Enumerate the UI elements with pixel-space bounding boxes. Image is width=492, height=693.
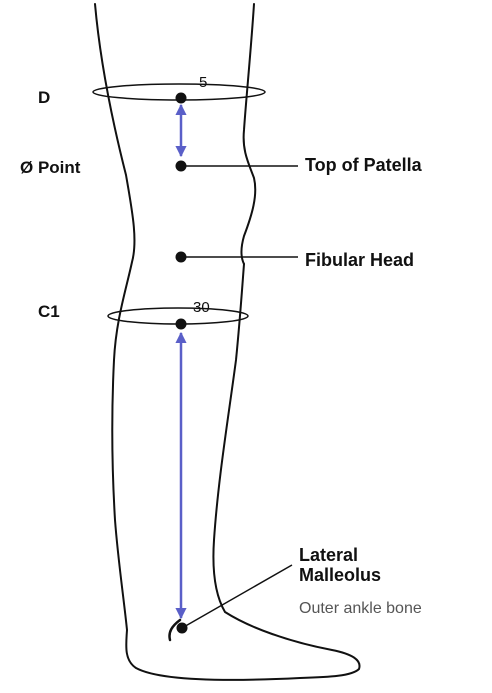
point-top-of-patella <box>176 161 187 172</box>
level-label-d: D <box>38 88 50 108</box>
landmark-fibular-head: Fibular Head <box>305 250 414 271</box>
landmark-lateral-malleolus-line1: Lateral <box>299 545 381 565</box>
level-label-zero-point: Ø Point <box>20 158 80 178</box>
point-fibular-head <box>176 252 187 263</box>
point-lateral-malleolus <box>177 623 188 634</box>
point-c1 <box>176 319 187 330</box>
level-value-c1: 30 <box>193 299 210 316</box>
landmark-lateral-malleolus-line2: Malleolus <box>299 565 381 585</box>
landmark-lateral-malleolus-description: Outer ankle bone <box>299 600 422 618</box>
landmark-top-of-patella: Top of Patella <box>305 155 422 176</box>
level-value-d: 5 <box>199 74 207 91</box>
point-d <box>176 93 187 104</box>
leg-outline-front <box>241 4 255 264</box>
landmark-lateral-malleolus: Lateral Malleolus <box>299 545 381 585</box>
level-label-c1: C1 <box>38 302 60 322</box>
